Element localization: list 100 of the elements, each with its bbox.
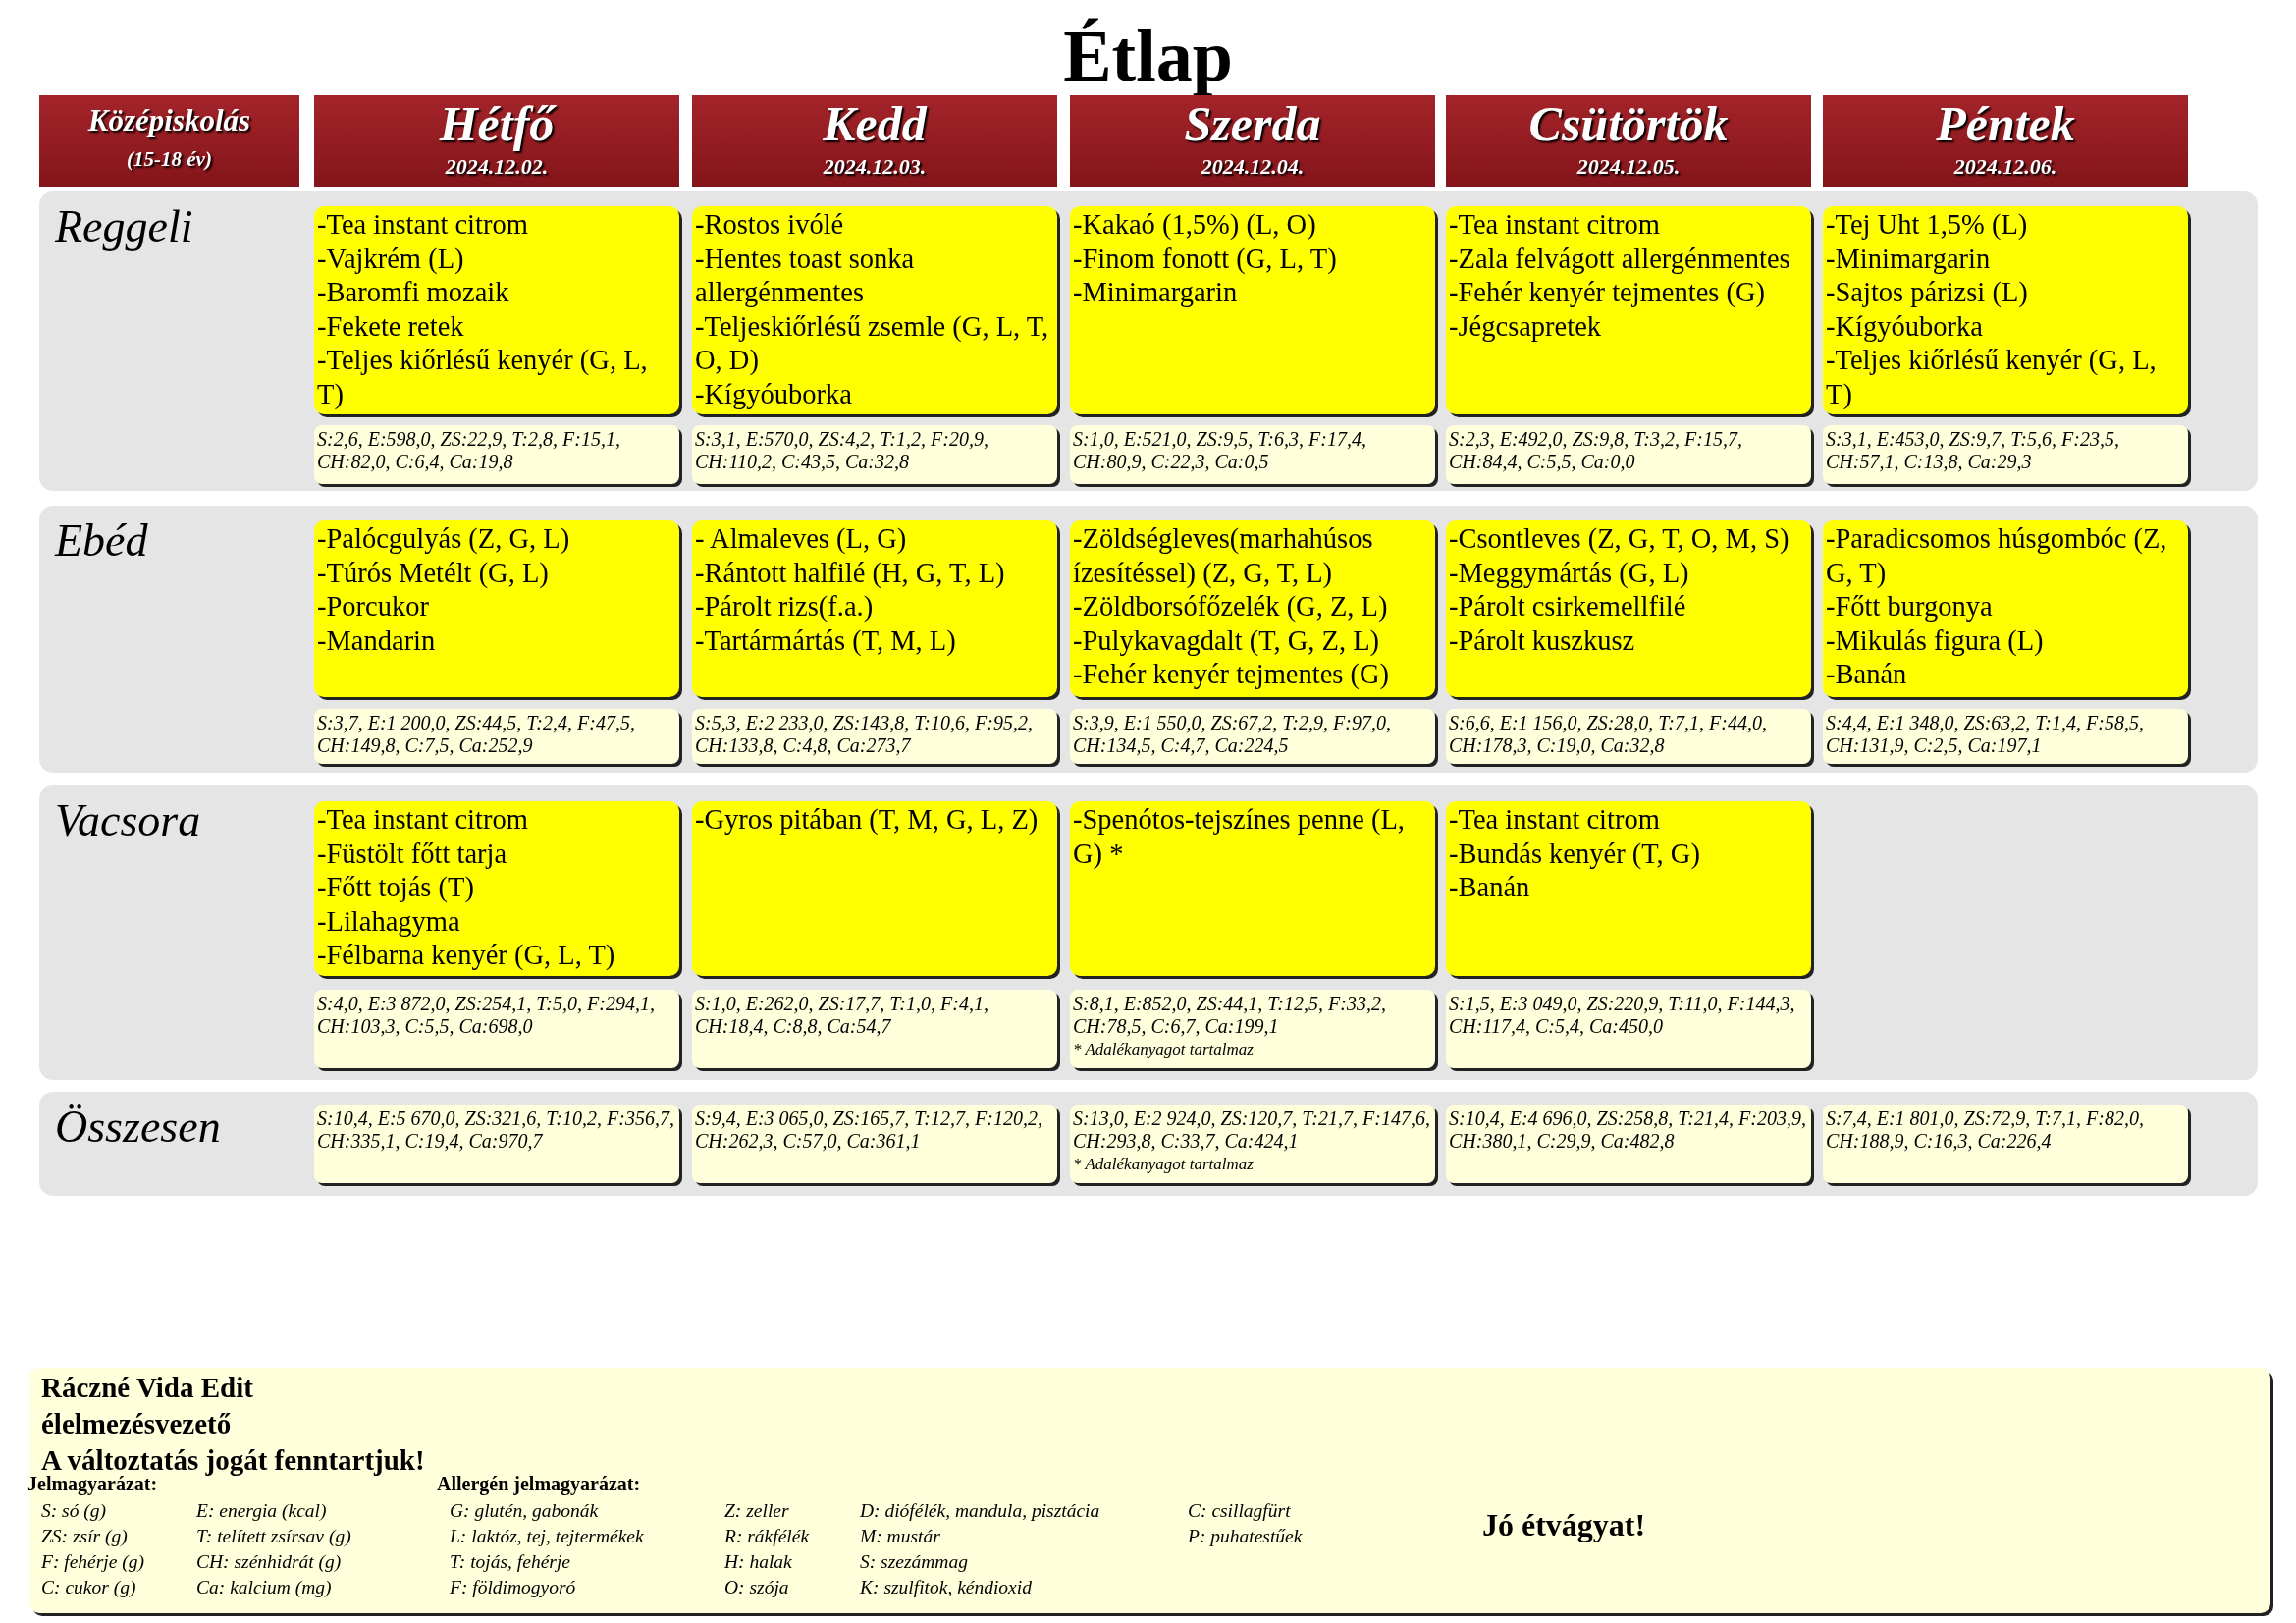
menu-card	[1446, 520, 1811, 697]
meal-heading: Vacsora	[55, 794, 201, 847]
menu-item: -Tea instant citrom	[1449, 803, 1661, 837]
nutrition-values: S:3,1, E:570,0, ZS:4,2, T:1,2, F:20,9, CH:110,2, C:43,5, Ca:32,8	[695, 428, 989, 473]
menu-item: -Rostos ivólé	[695, 208, 845, 242]
nutrition-card	[692, 425, 1057, 484]
meal-heading: Összesen	[55, 1101, 221, 1154]
nutrition-values: S:6,6, E:1 156,0, ZS:28,0, T:7,1, F:44,0, CH:178,3, C:19,0, Ca:32,8	[1449, 712, 1768, 757]
menu-item: -Porcukor	[317, 590, 430, 623]
legend-entry: T: tojás, fehérje	[450, 1551, 570, 1573]
nutrition-values: S:3,7, E:1 200,0, ZS:44,5, T:2,4, F:47,5, CH:149,8, C:7,5, Ca:252,9	[317, 712, 636, 757]
greeting: Jó étvágyat!	[1482, 1506, 1646, 1544]
menu-item: -Tea instant citrom	[317, 803, 529, 837]
meal-row-band	[39, 1092, 2258, 1196]
nutrition-values: S:2,6, E:598,0, ZS:22,9, T:2,8, F:15,1, CH:82,0, C:6,4, Ca:19,8	[317, 428, 621, 473]
legend-heading: Jelmagyarázat:	[27, 1473, 158, 1495]
nutrition-card	[1823, 709, 2188, 764]
menu-card	[1070, 801, 1435, 976]
nutrition-values: S:10,4, E:4 696,0, ZS:258,8, T:21,4, F:203,9, CH:380,1, C:29,9, Ca:482,8	[1449, 1108, 1807, 1153]
menu-item: -Párolt csirkemellfilé	[1449, 590, 1687, 623]
date-text: 2024.12.06.	[1952, 153, 2058, 181]
day-name: Hétfő	[438, 95, 558, 152]
nutrition-values: S:4,0, E:3 872,0, ZS:254,1, T:5,0, F:294,1, CH:103,3, C:5,5, Ca:698,0	[317, 993, 656, 1038]
menu-item: -Fehér kenyér tejmentes (G)	[1073, 658, 1391, 691]
nutrition-card	[1446, 709, 1811, 764]
menu-item: -Lilahagyma	[317, 904, 461, 939]
menu-card	[1446, 801, 1811, 976]
dietitian-name: Ráczné Vida Edit	[41, 1371, 253, 1405]
menu-item: -Baromfi mozaik	[317, 276, 510, 309]
nutrition-values: S:13,0, E:2 924,0, ZS:120,7, T:21,7, F:147,6, CH:293,8, C:33,7, Ca:424,1	[1073, 1108, 1431, 1153]
day-name: Péntek	[1935, 95, 2076, 152]
menu-card	[1823, 206, 2188, 414]
menu-card	[314, 520, 679, 697]
nutrition-card	[314, 709, 679, 764]
nutrition-card	[1070, 990, 1435, 1068]
legend-entry: T: telített zsírsav (g)	[196, 1526, 351, 1547]
nutrition-values: S:1,0, E:521,0, ZS:9,5, T:6,3, F:17,4, CH:80,9, C:22,3, Ca:0,5	[1073, 428, 1367, 473]
menu-card	[692, 520, 1057, 697]
nutrition-values: S:2,3, E:492,0, ZS:9,8, T:3,2, F:15,7, CH:84,4, C:5,5, Ca:0,0	[1449, 428, 1743, 473]
nutrition-values: S:3,9, E:1 550,0, ZS:67,2, T:2,9, F:97,0, CH:134,5, C:4,7, Ca:224,5	[1073, 712, 1392, 757]
page-title: Étlap	[1062, 15, 1234, 98]
menu-card	[1446, 206, 1811, 414]
legend-entry: S: szezámmag	[860, 1551, 968, 1573]
menu-item: -Gyros pitában (T, M, G, L, Z)	[695, 803, 1040, 837]
menu-item: -Párolt rizs(f.a.)	[695, 590, 875, 623]
legend-entry: P: puhatestűek	[1188, 1526, 1303, 1547]
menu-item: -Vajkrém (L)	[317, 242, 465, 276]
menu-item: -Teljeskiőrlésű zsemle (G, L, T, O, D)	[695, 309, 1050, 377]
menu-item: -Zala felvágott allergénmentes	[1449, 242, 1791, 276]
menu-item: -Meggymártás (G, L)	[1449, 556, 1690, 590]
legend-entry: E: energia (kcal)	[196, 1500, 327, 1522]
day-header-cell	[314, 95, 679, 187]
nutrition-card	[1070, 1105, 1435, 1183]
legend-entry: C: csillagfürt	[1188, 1500, 1291, 1522]
audience-heading: Középiskolás	[86, 102, 252, 139]
legend-entry: G: glutén, gabonák	[450, 1500, 599, 1522]
menu-item: -Finom fonott (G, L, T)	[1073, 242, 1338, 276]
nutrition-card	[1446, 1105, 1811, 1183]
meal-row-band	[39, 506, 2258, 773]
additive-note: * Adalékanyagot tartalmaz	[1073, 1039, 1255, 1060]
menu-item: -Zöldborsófőzelék (G, Z, L)	[1073, 590, 1389, 623]
nutrition-values: S:1,0, E:262,0, ZS:17,7, T:1,0, F:4,1, CH:18,4, C:8,8, Ca:54,7	[695, 993, 989, 1038]
additive-note: * Adalékanyagot tartalmaz	[1073, 1154, 1255, 1175]
menu-item: -Kakaó (1,5%) (L, O)	[1073, 208, 1317, 242]
legend-entry: L: laktóz, tej, tejtermékek	[450, 1526, 644, 1547]
date-text: 2024.12.05.	[1575, 153, 1682, 181]
menu-item: - Almaleves (L, G)	[695, 522, 908, 556]
menu-item: -Füstölt főtt tarja	[317, 837, 508, 871]
legend-entry: M: mustár	[860, 1526, 940, 1547]
menu-item: -Tea instant citrom	[317, 208, 529, 242]
legend-heading: Allergén jelmagyarázat:	[437, 1473, 641, 1495]
nutrition-values: S:8,1, E:852,0, ZS:44,1, T:12,5, F:33,2, CH:78,5, C:6,7, Ca:199,1	[1073, 993, 1387, 1038]
legend-entry: H: halak	[724, 1551, 792, 1573]
age-range: (15-18 év)	[126, 146, 213, 173]
job-title: élelmezésvezető	[41, 1407, 232, 1441]
footer-panel	[29, 1368, 2270, 1613]
menu-item: -Főtt burgonya	[1826, 590, 1994, 623]
legend-entry: R: rákfélék	[724, 1526, 810, 1547]
menu-item: -Zöldségleves(marhahúsos ízesítéssel) (Z, G, T, L)	[1073, 522, 1374, 590]
nutrition-values: S:4,4, E:1 348,0, ZS:63,2, T:1,4, F:58,5, CH:131,9, C:2,5, Ca:197,1	[1826, 712, 2145, 757]
menu-item: -Tej Uht 1,5% (L)	[1826, 208, 2029, 242]
day-header-cell	[1823, 95, 2188, 187]
menu-item: -Főtt tojás (T)	[317, 871, 475, 904]
legend-entry: Z: zeller	[724, 1500, 789, 1522]
menu-card	[692, 801, 1057, 976]
day-header-cell	[692, 95, 1057, 187]
menu-card	[1070, 520, 1435, 697]
nutrition-card	[692, 990, 1057, 1068]
day-header-cell	[1070, 95, 1435, 187]
nutrition-values: S:9,4, E:3 065,0, ZS:165,7, T:12,7, F:120,2, CH:262,3, C:57,0, Ca:361,1	[695, 1108, 1043, 1153]
menu-item: -Túrós Metélt (G, L)	[317, 556, 550, 590]
nutrition-card	[1446, 990, 1811, 1068]
menu-item: -Fekete retek	[317, 309, 465, 344]
menu-item: -Tartármártás (T, M, L)	[695, 623, 957, 658]
legend-entry: S: só (g)	[41, 1500, 107, 1522]
nutrition-values: S:10,4, E:5 670,0, ZS:321,6, T:10,2, F:356,7, CH:335,1, C:19,4, Ca:970,7	[317, 1108, 675, 1153]
menu-item: -Teljes kiőrlésű kenyér (G, L, T)	[1826, 344, 2158, 411]
day-name: Kedd	[822, 95, 929, 152]
nutrition-card	[314, 1105, 679, 1183]
menu-item: -Hentes toast sonka allergénmentes	[695, 242, 916, 309]
